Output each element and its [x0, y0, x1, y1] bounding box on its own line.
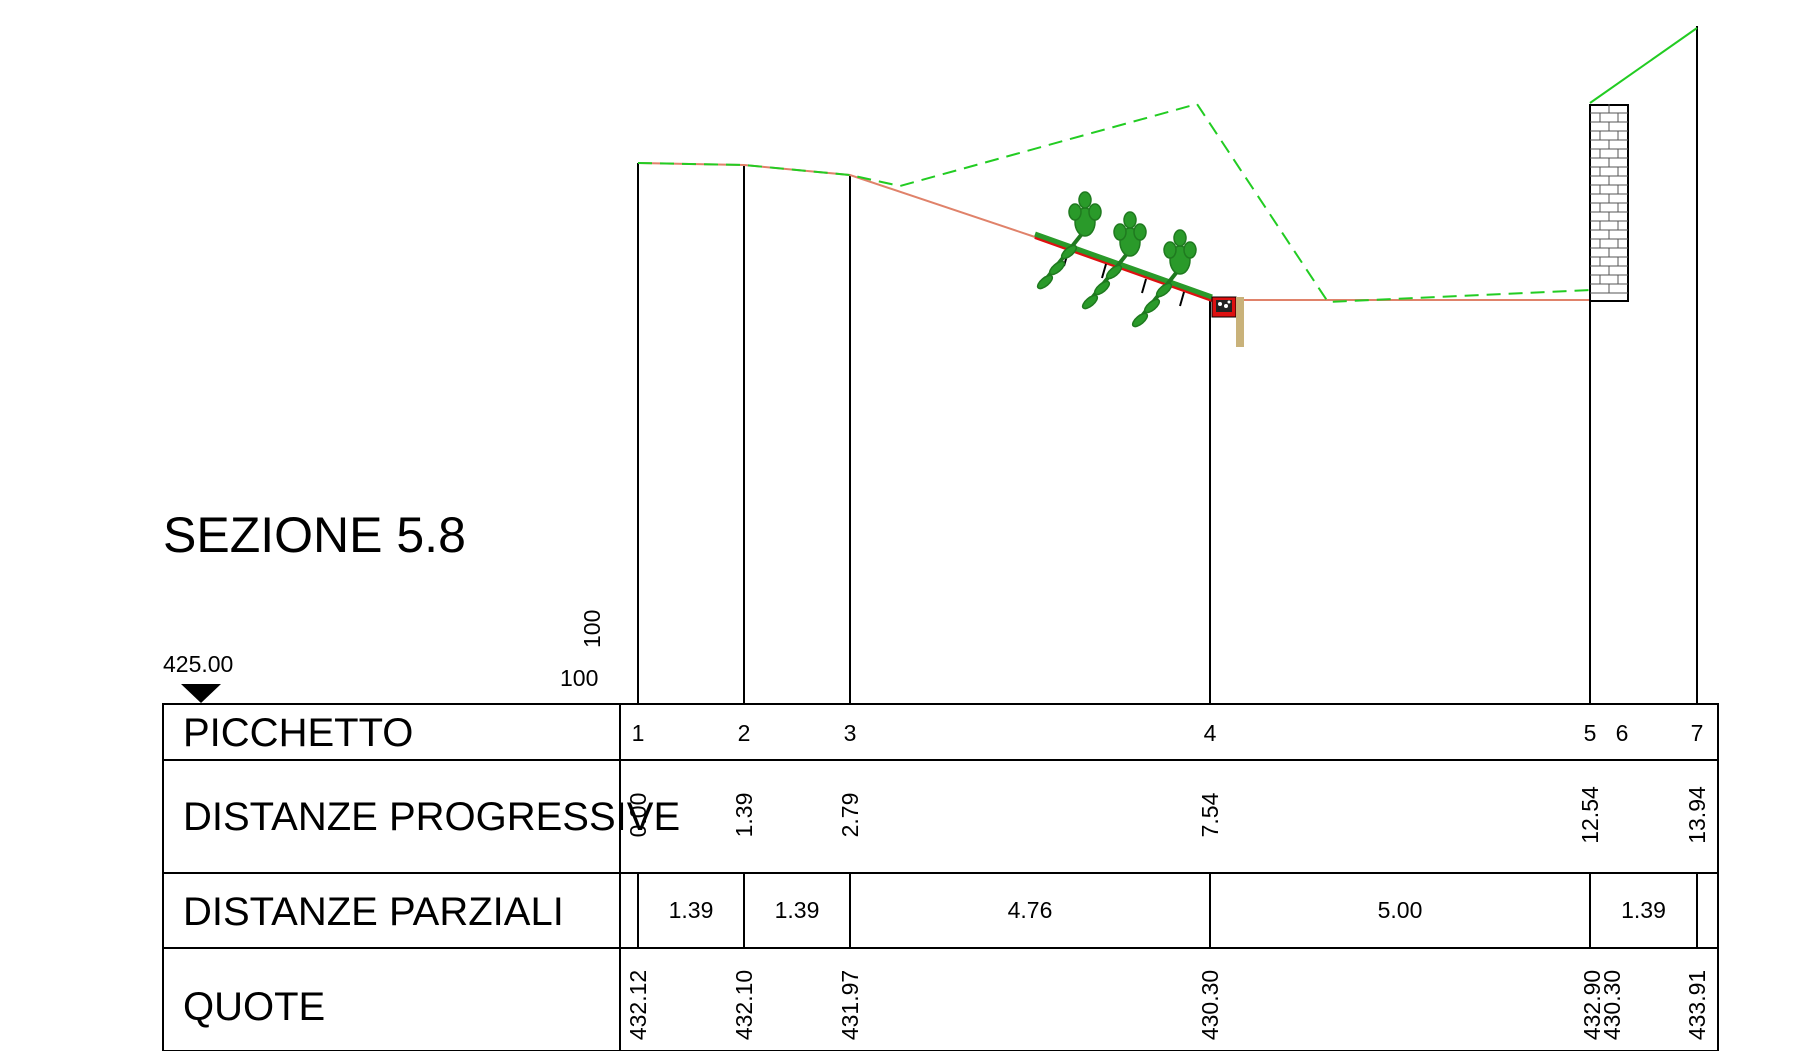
- stake-number: 5: [1584, 720, 1597, 746]
- datum-marker-icon: [181, 684, 221, 703]
- quota-value: 433.91: [1684, 970, 1710, 1040]
- stake-number: 7: [1691, 720, 1704, 746]
- stake-number: 6: [1616, 720, 1629, 746]
- parziale-value: 1.39: [775, 897, 820, 923]
- parziale-value: 1.39: [1621, 897, 1666, 923]
- progressive-value: 12.54: [1577, 786, 1603, 844]
- stake-number: 3: [844, 720, 857, 746]
- stake-number: 2: [738, 720, 751, 746]
- progressive-value: 1.39: [731, 793, 757, 838]
- row-label-progressive: DISTANZE PROGRESSIVE: [183, 795, 680, 839]
- drain-icon: [1211, 296, 1237, 318]
- datum-elevation: 425.00: [163, 651, 233, 677]
- progressive-value: 13.94: [1684, 786, 1710, 844]
- parziale-value: 1.39: [669, 897, 714, 923]
- scale-vertical: 100: [579, 610, 605, 648]
- quota-value: 432.90: [1579, 970, 1605, 1040]
- progressive-value: 0.00: [625, 793, 651, 838]
- row-label-parziali: DISTANZE PARZIALI: [183, 890, 564, 934]
- quota-value: 432.10: [731, 970, 757, 1040]
- scale-horizontal: 100: [560, 665, 598, 691]
- quota-value: 431.97: [837, 970, 863, 1040]
- slope-grass-layer: [1034, 231, 1213, 300]
- stake-verticals: [637, 26, 1698, 705]
- quota-value: 430.30: [1197, 970, 1223, 1040]
- parziale-value: 4.76: [1008, 897, 1053, 923]
- stake-number: 1: [632, 720, 645, 746]
- parziale-value: 5.00: [1378, 897, 1423, 923]
- section-title: SEZIONE 5.8: [163, 507, 466, 563]
- brick-wall-icon: [1589, 104, 1629, 302]
- upper-wall-line: [1589, 27, 1698, 104]
- data-table: [162, 703, 1719, 1051]
- stake-number: 4: [1204, 720, 1217, 746]
- slope-reinforcement: [1034, 235, 1213, 302]
- wooden-post-icon: [1236, 297, 1244, 347]
- quota-value: 432.12: [625, 970, 651, 1040]
- quota-value: 430.30: [1599, 970, 1625, 1040]
- row-label-quote: QUOTE: [183, 985, 325, 1029]
- vegetation-icon: [1036, 191, 1197, 328]
- row-label-picchetto: PICCHETTO: [183, 711, 413, 755]
- progressive-value: 2.79: [837, 793, 863, 838]
- progressive-value: 7.54: [1197, 792, 1223, 837]
